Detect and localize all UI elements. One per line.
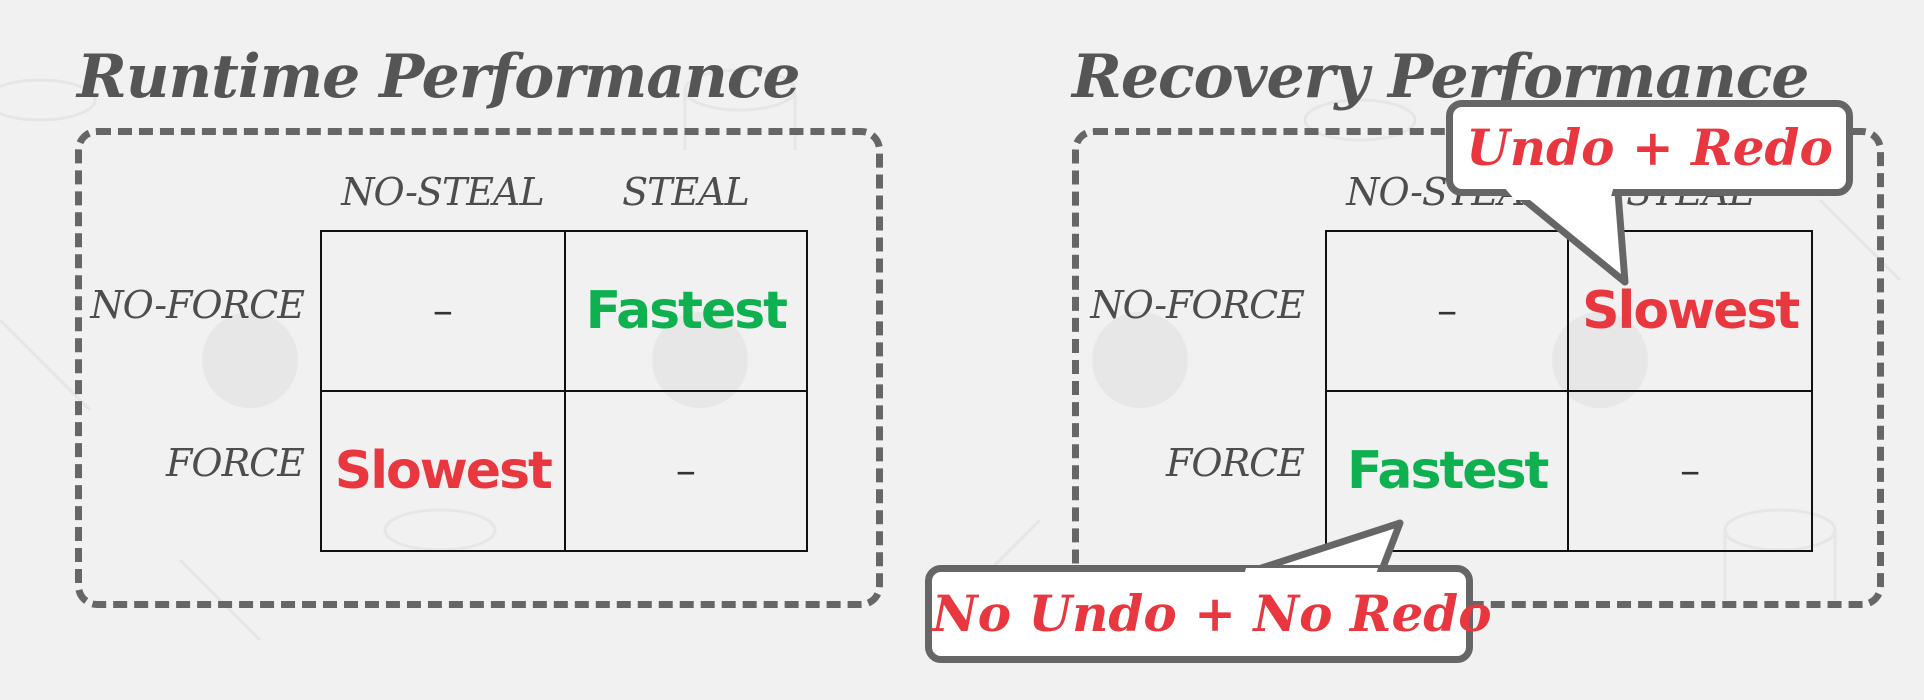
matrix-row: Slowest –: [320, 390, 809, 552]
matrix-row: – Slowest: [1324, 230, 1813, 392]
callout-no-undo-no-redo: No Undo + No Redo: [925, 565, 1492, 663]
matrix-cell: Fastest: [563, 230, 809, 392]
callout-text: No Undo + No Redo: [932, 584, 1492, 643]
row-label-force: FORCE: [166, 441, 305, 485]
matrix-row: Fastest –: [1324, 390, 1813, 552]
matrix-cell: –: [563, 390, 809, 552]
runtime-performance-panel: Runtime Performance NO-STEAL STEAL NO-FO…: [0, 0, 900, 700]
performance-matrix: – Slowest Fastest –: [1324, 230, 1813, 552]
cell-value: Fastest: [585, 281, 788, 341]
cell-value: –: [675, 448, 696, 494]
cell-value: –: [1437, 288, 1458, 334]
matrix-cell: –: [1567, 390, 1813, 552]
matrix-cell: –: [320, 230, 566, 392]
performance-matrix: – Fastest Slowest –: [320, 230, 809, 552]
row-label-no-force: NO-FORCE: [1090, 283, 1305, 327]
matrix-cell: Slowest: [1567, 230, 1813, 392]
cell-value: Fastest: [1346, 441, 1549, 501]
column-label-no-steal: NO-STEAL: [341, 170, 544, 214]
callout-undo-redo: Undo + Redo: [1446, 100, 1853, 196]
matrix-row: – Fastest: [320, 230, 809, 392]
matrix-cell: Fastest: [1324, 390, 1570, 552]
matrix-cell: –: [1324, 230, 1570, 392]
cell-value: Slowest: [334, 441, 553, 501]
row-label-force: FORCE: [1166, 441, 1305, 485]
cell-value: –: [432, 288, 453, 334]
column-label-steal: STEAL: [622, 170, 750, 214]
dashed-frame: [75, 128, 883, 608]
matrix-cell: Slowest: [320, 390, 566, 552]
row-label-no-force: NO-FORCE: [90, 283, 305, 327]
panel-title: Runtime Performance: [77, 42, 801, 112]
cell-value: Slowest: [1582, 281, 1800, 341]
cell-value: –: [1680, 448, 1701, 494]
callout-text: Undo + Redo: [1466, 118, 1833, 177]
